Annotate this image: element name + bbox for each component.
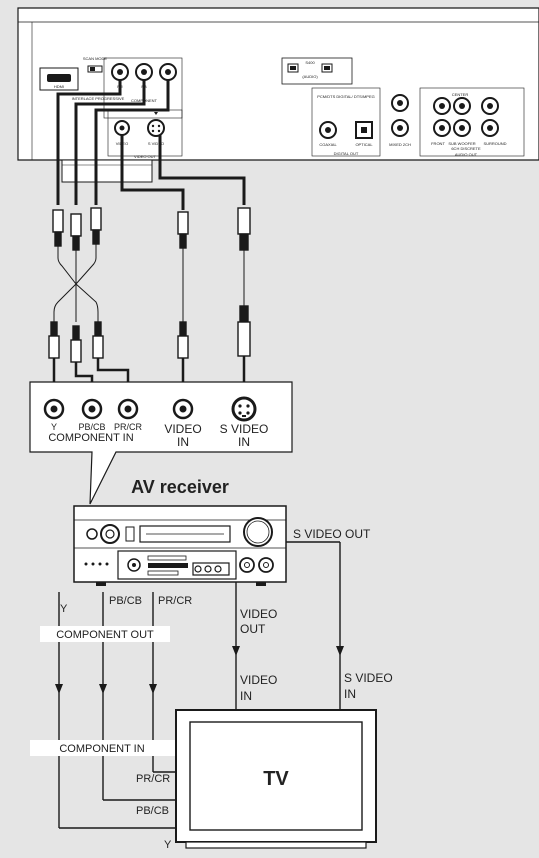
tv-svideo-in-label-1: S VIDEO — [344, 671, 393, 685]
component-in-tag: COMPONENT IN — [30, 740, 178, 756]
panel-svideo-jack — [231, 396, 257, 422]
video-cable-upper — [120, 135, 185, 210]
receiver-pr-label: PR/CR — [158, 595, 192, 607]
surround-label: SURROUND — [483, 141, 506, 146]
receiver-pb-label: PB/CB — [109, 595, 142, 607]
component-cable-upper — [56, 80, 170, 205]
tv-pb-label: PB/CB — [136, 805, 169, 817]
coaxial-label: COAXIAL — [319, 142, 337, 147]
component-out-jacks: PR PB Y COMPONENT — [103, 57, 183, 119]
cable-bodies — [53, 244, 245, 322]
mixed-2ch-label: MIXED 2CH — [389, 142, 411, 147]
digital-out-section: PCM/DTS DIGITAL/ DTS/MPEG COAXIAL OPTICA… — [311, 87, 381, 157]
tv-video-in-label-1: VIDEO — [240, 673, 277, 687]
panel-pb-label: PB/CB — [78, 422, 105, 432]
receiver-y-label: Y — [60, 603, 68, 615]
panel-pr-label: PR/CR — [114, 422, 143, 432]
component-plugs-upper — [52, 207, 102, 251]
optical-label: OPTICAL — [355, 142, 373, 147]
pcm-label: PCM/DTS DIGITAL/ DTS/MPEG — [317, 94, 375, 99]
panel-svideo-label-1: S VIDEO — [220, 422, 269, 436]
s400-label: S400 — [305, 60, 315, 65]
svideo-plug-upper — [237, 207, 251, 251]
tv-label: TV — [263, 768, 289, 790]
audio-out-6ch: CENTER FRONT SUB WOOFER SURROUND 6CH DIS… — [419, 87, 525, 157]
tv-video-in-label-2: IN — [240, 689, 252, 703]
component-out-label: COMPONENT OUT — [56, 629, 154, 641]
tv-y-label: Y — [164, 839, 172, 851]
panel-y-label: Y — [51, 422, 57, 432]
svideo-plug-lower — [237, 305, 251, 357]
receiver-title: AV receiver — [131, 477, 229, 497]
digital-out-label: DIGITAL OUT — [334, 151, 359, 156]
video-out-label: VIDEO OUT — [134, 154, 157, 159]
tv-pr-label: PR/CR — [136, 773, 170, 785]
svideo-cable-upper — [158, 135, 246, 205]
panel-pr-jack — [117, 398, 139, 420]
s400-audio-label: (AUDIO) — [302, 74, 318, 79]
panel-video-label-2: IN — [177, 435, 189, 449]
av-receiver — [73, 505, 287, 586]
dvd-player-rear-panel: HDMI SCAN MODE INTERLACE PROGRESSIVE PR … — [17, 7, 539, 183]
scan-mode-switch: SCAN MODE INTERLACE PROGRESSIVE — [72, 56, 125, 101]
s400-ports: S400 (AUDIO) — [281, 57, 353, 85]
subwoofer-label: SUB WOOFER — [448, 141, 475, 146]
tv-component-in-label: COMPONENT IN — [59, 743, 144, 755]
video-out-label-1: VIDEO — [240, 607, 277, 621]
panel-video-jack — [172, 398, 194, 420]
panel-y-jack — [43, 398, 65, 420]
panel-video-label-1: VIDEO — [164, 422, 201, 436]
player-svideo-label: S VIDEO — [148, 141, 164, 146]
component-in-label: COMPONENT IN — [48, 432, 133, 444]
hdmi-port: HDMI — [39, 67, 79, 91]
front-label: FRONT — [431, 141, 445, 146]
tv-svideo-in-label-2: IN — [344, 687, 356, 701]
scan-mode-label: SCAN MODE — [83, 56, 108, 61]
s-video-out-label: S VIDEO OUT — [293, 527, 371, 541]
hdmi-label: HDMI — [54, 84, 64, 89]
receiver-to-tv-arrows — [55, 646, 344, 694]
interlace-label: INTERLACE PROGRESSIVE — [72, 96, 125, 101]
component-out-tag: COMPONENT OUT — [40, 626, 170, 642]
television: TV — [175, 709, 377, 849]
receiver-input-panel: Y PB/CB PR/CR COMPONENT IN VIDEO IN S VI… — [29, 381, 293, 505]
panel-pb-jack — [81, 398, 103, 420]
video-plug-lower — [177, 321, 189, 359]
center-label: CENTER — [452, 92, 469, 97]
audio-out-label: AUDIO OUT — [455, 152, 478, 157]
discrete-label: 6CH DISCRETE — [451, 146, 481, 151]
component-plugs-lower — [48, 321, 104, 363]
mixed-2ch-jacks: MIXED 2CH — [389, 94, 411, 147]
panel-svideo-label-2: IN — [238, 435, 250, 449]
video-out-label-2: OUT — [240, 622, 266, 636]
video-plug-upper — [177, 211, 189, 249]
